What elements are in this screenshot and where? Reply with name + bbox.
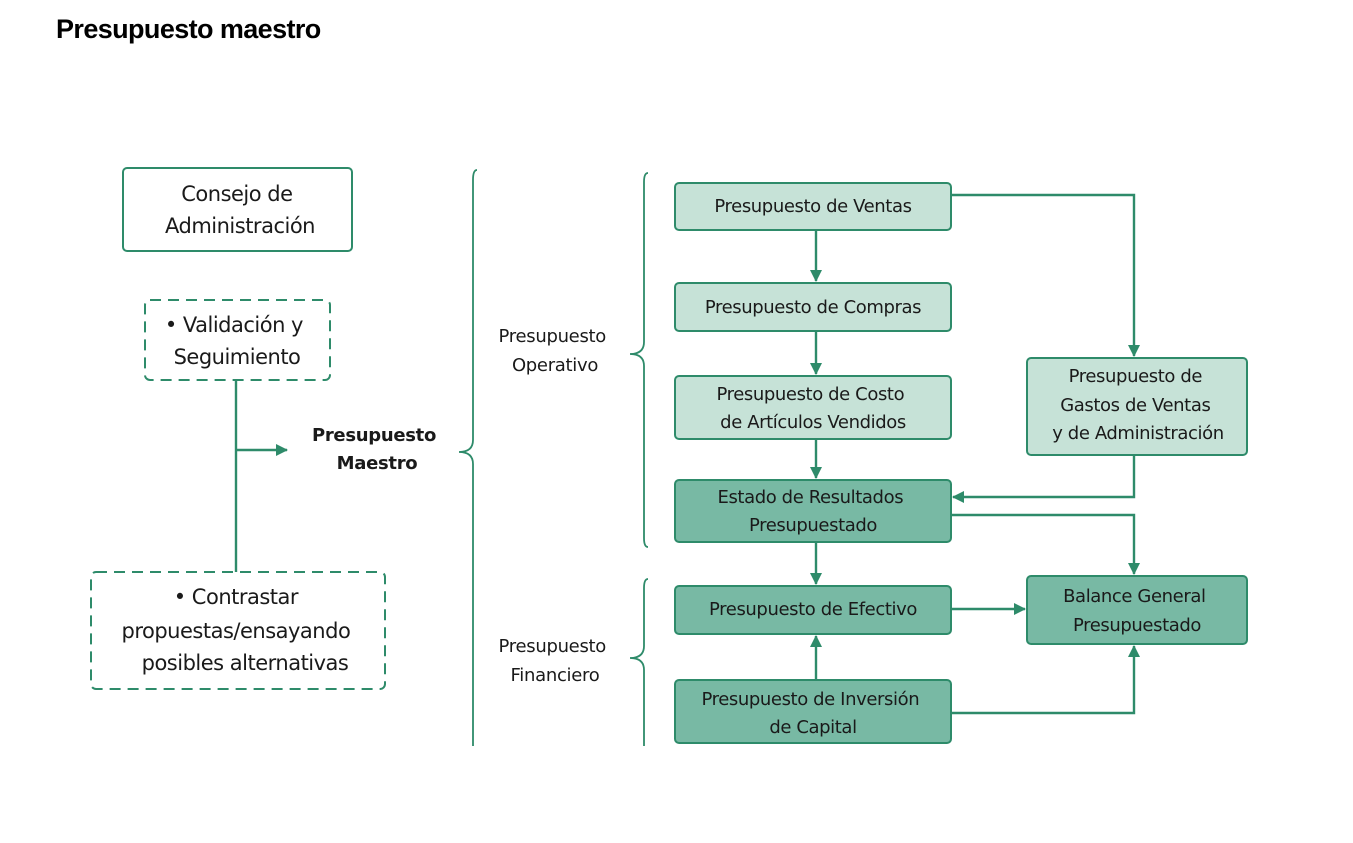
svg-text:Presupuesto de Inversión: Presupuesto de Inversión de Capital xyxy=(701,689,924,738)
arrow-ventas-gastos xyxy=(951,193,1140,357)
svg-text:Presupuesto de Gastos de: Presupuesto de Gastos de Ventas y de Adm… xyxy=(1052,366,1224,444)
gastos-node: Presupuesto de Gastos de Ventas y de Adm… xyxy=(1026,357,1248,456)
validation-node: • Validación y Seguimiento xyxy=(144,299,331,381)
svg-text:Presupuesto de Costo de: Presupuesto de Costo de Artículos Vendid… xyxy=(716,384,909,433)
compras-node: Presupuesto de Compras xyxy=(674,282,952,332)
svg-text:Presupuesto de Ventas: Presupuesto de Ventas xyxy=(714,196,911,217)
board-node: Consejo de Administración xyxy=(122,167,353,252)
arrow-gastos-resultados xyxy=(952,455,1136,503)
financiero-label: Presupuesto Financiero xyxy=(499,636,612,686)
master-brace xyxy=(458,169,478,746)
svg-text:Presupuesto de Efectivo: Presupuesto de Efectivo xyxy=(709,599,917,620)
operativo-label: Presupuesto Operativo xyxy=(499,326,612,376)
arrow-inversion-balance xyxy=(951,645,1140,715)
balance-node: Balance General Presupuestado xyxy=(1026,575,1248,645)
contrast-node: • Contrastar propuestas/ensayando posibl… xyxy=(90,571,386,690)
validation-label: • Validación y Seguimiento xyxy=(165,313,309,369)
efectivo-node: Presupuesto de Efectivo xyxy=(674,585,952,635)
operativo-brace xyxy=(629,172,649,548)
arrow-resultados-balance xyxy=(951,513,1140,575)
svg-text:Presupuesto de Compras: Presupuesto de Compras xyxy=(705,297,921,318)
financiero-brace xyxy=(629,578,649,746)
resultados-node: Estado de Resultados Presupuestado xyxy=(674,479,952,543)
board-label: Consejo de Administración xyxy=(165,182,315,238)
costo-node: Presupuesto de Costo de Artículos Vendid… xyxy=(674,375,952,440)
contrast-label: • Contrastar propuestas/ensayando posibl… xyxy=(122,585,357,675)
ventas-node: Presupuesto de Ventas xyxy=(674,182,952,231)
inversion-node: Presupuesto de Inversión de Capital xyxy=(674,679,952,744)
svg-text:Balance General Presupue: Balance General Presupuestado xyxy=(1063,586,1211,636)
master-label: Presupuesto Maestro xyxy=(312,425,442,474)
page-title: Presupuesto maestro xyxy=(56,14,321,44)
svg-text:Estado de Resultados Pre: Estado de Resultados Presupuestado xyxy=(717,487,908,536)
